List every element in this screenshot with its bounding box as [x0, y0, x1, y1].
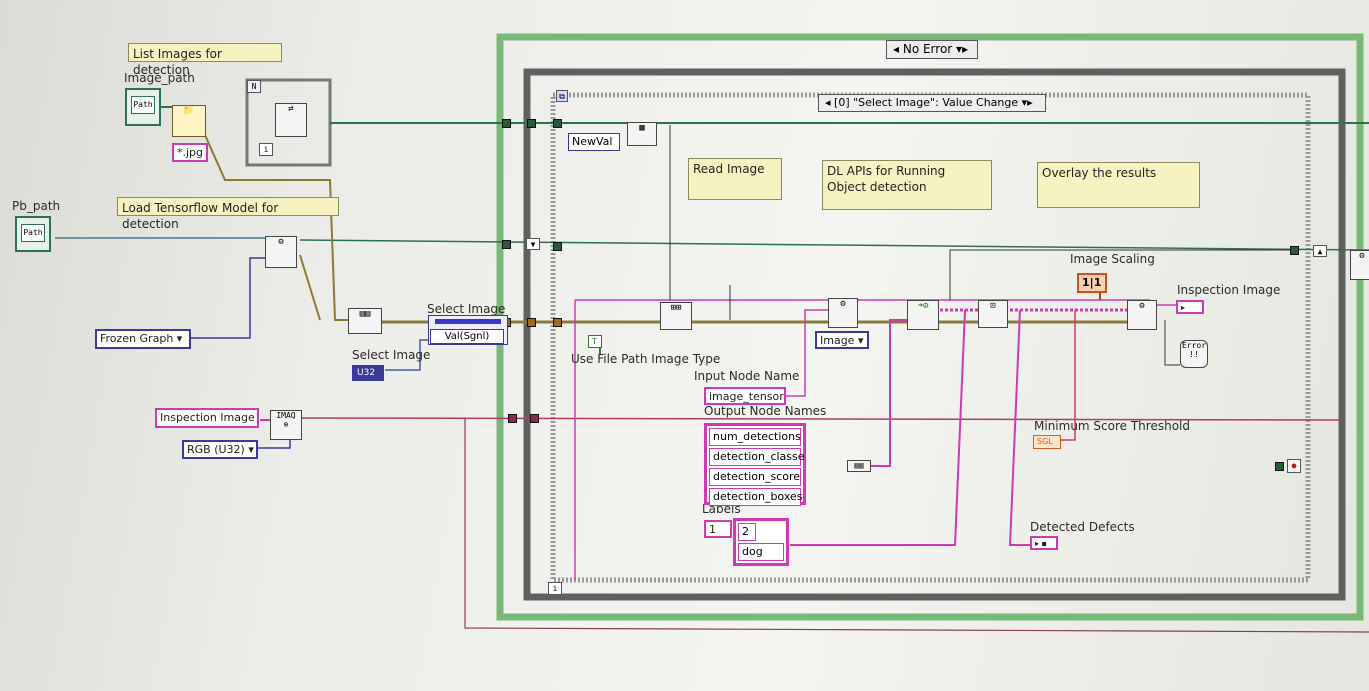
image-type-ring[interactable]: Image ▾	[815, 331, 869, 349]
pb-path-label: Pb_path	[12, 199, 61, 213]
tunnel	[502, 240, 511, 249]
tunnel	[527, 119, 536, 128]
input-node-name-label: Input Node Name	[694, 369, 800, 383]
detected-defects-label: Detected Defects	[1030, 520, 1135, 534]
output-node-item[interactable]: detection_boxes	[709, 488, 803, 506]
tunnel	[508, 414, 517, 423]
shift-register-left: ▼	[526, 238, 540, 250]
display-node[interactable]: ⚙	[1127, 300, 1157, 330]
newval-node: NewVal	[568, 133, 620, 151]
event-iteration-terminal: ⧉	[556, 90, 568, 102]
tunnel	[553, 119, 562, 128]
output-node-names-array[interactable]: num_detections detection_classe detectio…	[704, 423, 806, 506]
output-node-names-label: Output Node Names	[704, 404, 827, 418]
comment-load-model: Load Tensorflow Model for detection	[117, 197, 339, 231]
use-file-path-label: Use File Path Image Type	[571, 352, 721, 366]
inspection-image-indicator: ▸	[1176, 300, 1204, 314]
pb-path-control[interactable]: Path	[15, 216, 51, 252]
shift-register-right: ▲	[1313, 245, 1327, 257]
bundle-node: ▤▤	[348, 308, 382, 334]
load-model-node[interactable]: ⚙	[265, 236, 297, 268]
overlay-node[interactable]: ⊡	[978, 300, 1008, 328]
for-loop-count-terminal: N	[247, 80, 261, 93]
imaq-create-node[interactable]: IMAQ⊕	[270, 410, 302, 440]
detected-defects-indicator: ▸ ▪	[1030, 536, 1058, 550]
labels-item[interactable]: dog	[738, 543, 784, 561]
rgb-u32-ring[interactable]: RGB (U32) ▾	[182, 440, 258, 459]
image-scaling-label: Image Scaling	[1070, 252, 1155, 266]
read-image-node[interactable]: ⊞⊞	[660, 302, 692, 330]
run-model-node[interactable]: ➜⚙	[907, 300, 939, 330]
inspection-image-control[interactable]: Inspection Image	[155, 408, 259, 428]
image-scaling-control[interactable]: 1|1	[1077, 273, 1107, 293]
for-loop-i-terminal: i	[259, 143, 273, 156]
case-selector[interactable]: ◂ No Error ▾▸	[886, 40, 978, 59]
image-path-control[interactable]: Path	[125, 88, 161, 126]
output-node-item[interactable]: num_detections	[709, 428, 801, 446]
build-path-node[interactable]: ⇄	[275, 103, 307, 137]
tunnel	[502, 119, 511, 128]
frozen-graph-ring[interactable]: Frozen Graph ▾	[95, 329, 191, 349]
error-handler-node[interactable]: Error!!	[1180, 340, 1208, 368]
output-node-item[interactable]: detection_score	[709, 468, 801, 486]
tunnel	[530, 414, 539, 423]
close-session-node[interactable]: ⚙	[1350, 250, 1369, 280]
labels-index-display[interactable]: 1	[704, 520, 732, 538]
tunnel	[553, 242, 562, 251]
comment-list-images: List Images for detection	[128, 43, 282, 77]
select-image-ref[interactable]: U32	[352, 365, 384, 381]
comment-dl-apis: DL APIs for Running Object detection	[822, 160, 992, 210]
comment-read-image: Read Image	[688, 158, 782, 200]
resize-node[interactable]: ⚙	[828, 298, 858, 328]
output-node-item[interactable]: detection_classe	[709, 448, 805, 466]
comment-overlay: Overlay the results	[1037, 162, 1200, 208]
select-image-label: Select Image	[352, 348, 431, 362]
use-file-path-bool[interactable]: T	[588, 335, 602, 348]
loop-iteration-terminal: i	[548, 582, 562, 595]
labels-index-2[interactable]: 2	[738, 523, 756, 541]
tunnel	[1275, 462, 1284, 471]
min-score-control[interactable]: SGL	[1033, 435, 1061, 449]
index-array-node[interactable]: ▦	[627, 122, 657, 146]
val-sgnl-property: Val(Sgnl)	[430, 329, 504, 344]
list-folder-node[interactable]: 📁	[172, 105, 206, 137]
event-selector[interactable]: ◂ [0] "Select Image": Value Change ▾▸	[818, 94, 1046, 112]
while-loop-border	[523, 68, 1346, 601]
image-tensor-constant[interactable]: image_tensor	[704, 387, 786, 405]
min-score-label: Minimum Score Threshold	[1034, 419, 1190, 433]
tunnel	[553, 318, 562, 327]
tunnel	[1290, 246, 1299, 255]
tunnel	[527, 318, 536, 327]
inspection-image-out-label: Inspection Image	[1177, 283, 1281, 297]
select-image-property-node[interactable]: Val(Sgnl)	[428, 315, 508, 345]
image-path-label: Image_path	[124, 71, 195, 85]
build-array-node: ▥▥	[847, 460, 871, 472]
select-image-label-top: Select Image	[427, 302, 506, 316]
labels-array[interactable]: 2 dog	[733, 518, 789, 566]
jpg-pattern-constant[interactable]: *.jpg	[172, 143, 208, 162]
stop-terminal[interactable]: ●	[1287, 459, 1301, 473]
